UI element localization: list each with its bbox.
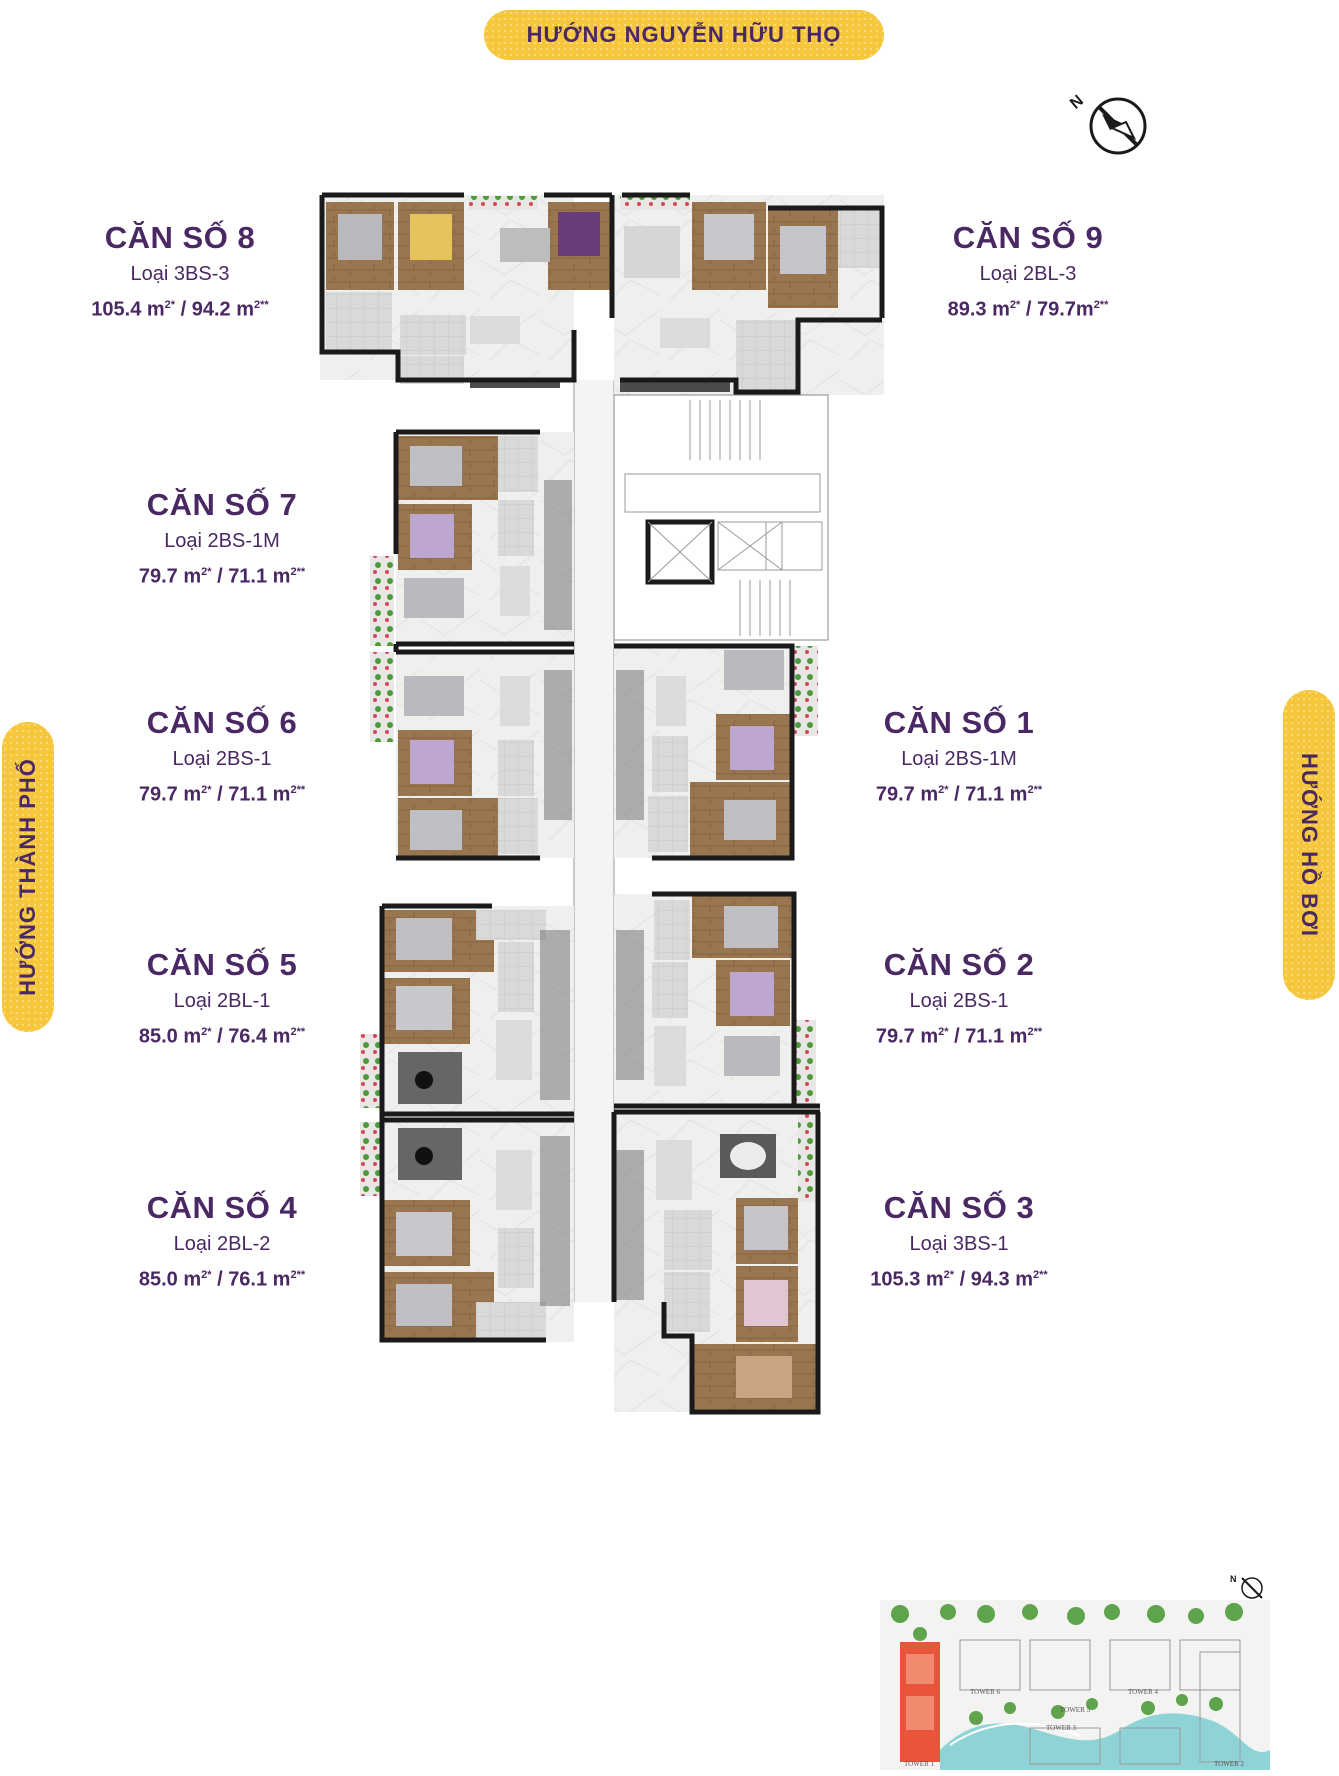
corridor: [574, 380, 614, 1302]
unit-area: 79.7 m2* / 71.1 m2**: [138, 565, 306, 588]
unit-3-label: CĂN SỐ 3 Loại 3BS-1 105.3 m2* / 94.3 m2*…: [829, 1188, 1089, 1295]
unit-6-label: CĂN SỐ 6 Loại 2BS-1 79.7 m2* / 71.1 m2**: [92, 703, 352, 810]
unit-area: 85.0 m2* / 76.4 m2**: [138, 1025, 306, 1048]
unit-7-plan: [370, 432, 574, 646]
unit-type: Loại 3BS-3: [130, 263, 230, 285]
unit-type: Loại 2BS-1M: [164, 530, 280, 552]
unit-8-plan: [320, 195, 612, 388]
unit-9-plan: [614, 195, 884, 395]
unit-name: CĂN SỐ 7: [146, 487, 298, 522]
direction-top-pill: HƯỚNG NGUYỄN HỮU THỌ: [484, 10, 884, 60]
unit-name: CĂN SỐ 8: [104, 220, 256, 255]
direction-top-label: HƯỚNG NGUYỄN HỮU THỌ: [526, 22, 842, 47]
unit-type: Loại 3BS-1: [909, 1233, 1009, 1255]
tower-1-label: TOWER 1: [904, 1760, 935, 1768]
unit-area: 79.7 m2* / 71.1 m2**: [875, 1025, 1043, 1048]
unit-type: Loại 2BL-1: [173, 990, 271, 1012]
tower-2-label: TOWER 2: [1214, 1760, 1245, 1768]
unit-3-plan: [614, 1112, 820, 1412]
unit-5-plan: [360, 906, 574, 1114]
unit-area: 89.3 m2* / 79.7m2**: [947, 298, 1109, 321]
tower-5-label: TOWER 5: [1060, 1706, 1091, 1714]
tower-4-label: TOWER 4: [1128, 1688, 1159, 1696]
site-map-compass-label: N: [1230, 1574, 1237, 1584]
unit-9-label: CĂN SỐ 9 Loại 2BL-3 89.3 m2* / 79.7m2**: [898, 218, 1158, 325]
unit-name: CĂN SỐ 4: [146, 1190, 298, 1225]
unit-area: 79.7 m2* / 71.1 m2**: [875, 783, 1043, 806]
compass-icon: N: [1067, 92, 1147, 155]
walls: [319, 192, 885, 1415]
unit-5-label: CĂN SỐ 5 Loại 2BL-1 85.0 m2* / 76.4 m2**: [92, 945, 352, 1052]
unit-1-plan: [614, 646, 818, 858]
unit-name: CĂN SỐ 3: [883, 1190, 1035, 1225]
unit-name: CĂN SỐ 2: [883, 947, 1035, 982]
unit-area: 85.0 m2* / 76.1 m2**: [138, 1268, 306, 1291]
tower-3-label: TOWER 3: [1046, 1724, 1077, 1732]
unit-2-plan: [614, 894, 816, 1108]
unit-4-plan: [360, 1120, 574, 1342]
site-map-compass-icon: N: [1230, 1574, 1263, 1599]
unit-1-label: CĂN SỐ 1 Loại 2BS-1M 79.7 m2* / 71.1 m2*…: [829, 703, 1089, 810]
unit-type: Loại 2BL-2: [173, 1233, 271, 1255]
unit-8-label: CĂN SỐ 8 Loại 3BS-3 105.4 m2* / 94.2 m2*…: [50, 218, 310, 325]
unit-name: CĂN SỐ 5: [146, 947, 298, 982]
unit-7-label: CĂN SỐ 7 Loại 2BS-1M 79.7 m2* / 71.1 m2*…: [92, 485, 352, 592]
site-key-map: TOWER 1 TOWER 2 TOWER 3 TOWER 4 TOWER 5 …: [880, 1600, 1270, 1770]
unit-type: Loại 2BS-1: [172, 748, 272, 770]
unit-type: Loại 2BS-1: [909, 990, 1009, 1012]
unit-2-label: CĂN SỐ 2 Loại 2BS-1 79.7 m2* / 71.1 m2**: [829, 945, 1089, 1052]
unit-area: 105.3 m2* / 94.3 m2**: [870, 1268, 1048, 1291]
unit-area: 105.4 m2* / 94.2 m2**: [91, 298, 269, 321]
unit-6-plan: [370, 652, 574, 858]
unit-type: Loại 2BL-3: [979, 263, 1077, 285]
core-stairs-elevators: [613, 394, 829, 641]
direction-left-pill: HƯỚNG THÀNH PHỐ: [2, 722, 54, 1032]
direction-right-pill: HƯỚNG HỒ BƠI: [1283, 690, 1335, 1000]
unit-name: CĂN SỐ 1: [883, 705, 1035, 740]
tower-6-label: TOWER 6: [970, 1688, 1001, 1696]
unit-4-label: CĂN SỐ 4 Loại 2BL-2 85.0 m2* / 76.1 m2**: [92, 1188, 352, 1295]
unit-area: 79.7 m2* / 71.1 m2**: [138, 783, 306, 806]
unit-name: CĂN SỐ 9: [952, 220, 1104, 255]
unit-name: CĂN SỐ 6: [146, 705, 298, 740]
unit-type: Loại 2BS-1M: [901, 748, 1017, 770]
